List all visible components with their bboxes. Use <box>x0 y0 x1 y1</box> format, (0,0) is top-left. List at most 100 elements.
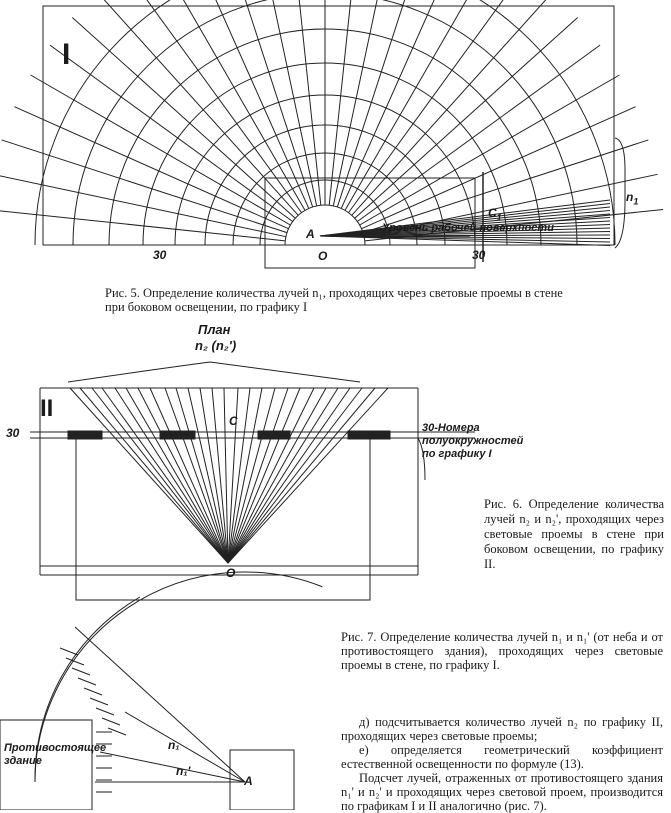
fig7-arrow <box>107 727 127 736</box>
fig5-arc <box>284 204 366 246</box>
fig6-ray <box>227 387 389 564</box>
figure6-caption: Рис. 6. Определение количества лучей n₂ … <box>484 497 664 571</box>
fig5-ray <box>0 210 286 242</box>
fig7-ray-1 <box>74 626 246 783</box>
fig6-ray <box>227 387 301 564</box>
fig7-arrow <box>101 717 121 726</box>
figure6-point-c: C <box>229 414 238 428</box>
figure7-label-n1: n₁ <box>168 738 180 752</box>
fig7-ray-2 <box>124 711 246 783</box>
figure7-caption: Рис. 7. Определение количества лучей n₁ … <box>341 630 663 672</box>
fig6-wall-segment <box>257 430 291 440</box>
fig6-ray <box>101 387 229 564</box>
figure6-n2-label: n₂ (n₂') <box>195 338 237 353</box>
fig6-wall-segment <box>67 430 103 440</box>
fig7-arrow <box>71 667 91 676</box>
body-item-e: е) определяется геометрический коэффицие… <box>341 743 663 771</box>
fig6-ray <box>227 387 351 564</box>
figure5-label-30-left: 30 <box>153 248 167 262</box>
fig7-building <box>0 719 93 810</box>
figure6-plan-label: План <box>198 322 231 337</box>
fig6-wall-segment <box>347 430 391 440</box>
fig6-ray <box>227 387 239 564</box>
fig6-ray <box>227 387 289 564</box>
figure5-label-n1: n1 <box>626 190 639 207</box>
fig6-ray <box>227 387 251 564</box>
fig6-ray <box>227 387 339 564</box>
fig6-top-brace <box>67 361 361 383</box>
fig5-ray <box>14 106 289 230</box>
fig5-ray <box>348 0 504 213</box>
figure6-label-30: 30 <box>6 426 20 440</box>
figure5-point-a: A <box>306 227 315 241</box>
fig5-beam <box>319 213 611 237</box>
fig6-ray <box>227 387 363 564</box>
fig5-ray <box>344 0 468 211</box>
fig6-ray <box>227 387 263 564</box>
fig6-ray <box>137 387 229 564</box>
fig6-ray <box>175 387 229 564</box>
body-paragraph: Подсчет лучей, отраженных от противостоя… <box>341 771 663 813</box>
fig6-ray <box>199 387 229 564</box>
fig7-room <box>229 749 295 810</box>
fig6-ray <box>227 387 315 564</box>
figure5-caption: Рис. 5. Определение количества лучей n₁,… <box>105 286 563 314</box>
fig5-ray <box>49 44 293 222</box>
fig5-ray <box>182 0 306 211</box>
fig5-ray <box>298 0 322 206</box>
fig7-arc-inner <box>34 596 141 783</box>
fig5-ray <box>336 0 406 208</box>
fig7-arrow <box>89 697 109 706</box>
fig5-beam <box>319 227 611 237</box>
fig5-ray <box>244 0 314 208</box>
fig5-ray <box>30 74 291 226</box>
fig6-ray <box>164 387 229 564</box>
fig6-ray <box>149 387 229 564</box>
fig5-beam <box>319 235 611 246</box>
fig5-ray <box>146 0 302 213</box>
figure5-point-o: O <box>318 249 328 263</box>
fig6-ray <box>125 387 229 564</box>
fig7-arrow <box>83 687 103 696</box>
fig6-ray <box>227 387 376 564</box>
fig7-arrow <box>65 657 85 666</box>
fig5-ray <box>215 0 310 209</box>
fig7-arrow <box>77 677 97 686</box>
fig5-ray <box>357 44 601 222</box>
fig5-ray <box>272 0 318 206</box>
fig5-ray <box>1 139 288 234</box>
fig5-beam <box>319 203 611 237</box>
body-text: д) подсчитывается количество лучей n₂ по… <box>341 715 663 813</box>
fig6-ray <box>227 387 276 564</box>
fig5-beam <box>319 199 611 237</box>
fig6-ray <box>223 387 229 564</box>
fig5-ray <box>0 175 286 238</box>
fig5-room <box>264 177 476 269</box>
fig5-beam <box>319 224 611 237</box>
fig7-ray-3 <box>99 751 246 783</box>
figure7-building-label: Противостоящее здание <box>4 742 107 767</box>
fig6-ray <box>91 387 229 564</box>
fig5-ray <box>359 74 620 226</box>
figure6-roman-label: II <box>40 395 54 422</box>
fig6-room <box>75 437 371 601</box>
fig5-arc <box>72 0 578 246</box>
fig6-side-brace <box>417 437 426 481</box>
fig6-ray <box>227 387 327 564</box>
fig6-ray <box>69 387 229 564</box>
fig7-arc <box>34 571 323 783</box>
fig6-wall-segment <box>159 430 196 440</box>
fig5-ray <box>354 17 579 219</box>
figure5-roman-label: I <box>62 38 71 71</box>
fig5-beam <box>319 231 611 237</box>
fig7-arrow <box>59 647 79 656</box>
fig6-ray <box>187 387 229 564</box>
fig6-ray <box>211 387 229 564</box>
figure5-work-surface-label: Уровень рабочей поверхности <box>382 222 554 234</box>
fig5-beam <box>319 210 611 237</box>
fig5-brace <box>614 137 626 249</box>
fig5-ray <box>71 17 296 219</box>
figure5-label-30-right: 30 <box>472 248 486 262</box>
figure6-point-o: O <box>226 566 236 580</box>
